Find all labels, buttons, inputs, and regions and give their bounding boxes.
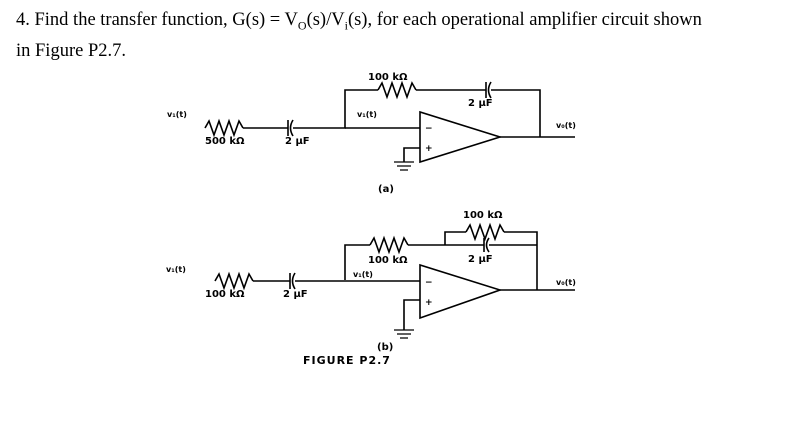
circuit-b-node-up-wire <box>344 244 370 280</box>
circuit-b-feedback-resistor-label: 100 kΩ <box>463 210 503 221</box>
circuit-a-label: (a) <box>378 184 394 195</box>
circuit-b-input-capacitor-label: 2 μF <box>283 289 308 300</box>
circuit-b-label: (b) <box>377 342 393 353</box>
circuit-a-feedback-left-wire <box>344 89 378 118</box>
circuit-a-feedback-right-wire <box>491 89 541 128</box>
circuit-b-feedback-right-bracket <box>504 231 538 245</box>
circuit-a-minus-sign: − <box>425 124 433 134</box>
problem-line-1-prefix: 4. Find the transfer function, G(s) = V <box>16 10 298 30</box>
circuit-b-input-resistor <box>214 271 254 291</box>
circuit-a-input-capacitor-label: 2 μF <box>285 136 310 147</box>
circuit-b-plus-input-wire <box>403 299 420 330</box>
problem-line-1-suffix: (s), for each operational amplifier circ… <box>347 10 702 30</box>
circuit-a-feedback-capacitor <box>485 81 492 99</box>
circuit-b-feedback-left-bracket <box>444 231 466 245</box>
circuit-a-feedback-capacitor-label: 2 μF <box>468 98 493 109</box>
subscript-i: i <box>344 18 348 33</box>
circuit-a-op-amp <box>419 110 503 164</box>
problem-line-2: in Figure P2.7. <box>16 40 126 61</box>
subscript-o: O <box>297 18 307 33</box>
circuit-a-feedback-resistor <box>377 80 417 100</box>
circuit-b-feedback-capacitor <box>483 237 490 253</box>
circuit-b-feedback-resistor <box>465 222 505 242</box>
circuit-b-minus-sign: − <box>425 278 433 288</box>
problem-statement: 4. Find the transfer function, G(s) = VO… <box>16 8 786 64</box>
circuit-b-input-resistor-label: 100 kΩ <box>205 289 245 300</box>
circuit-b-output-node-label: v₀(t) <box>556 278 576 287</box>
circuit-a-feedback-resistor-label: 100 kΩ <box>368 72 408 83</box>
circuit-a-input-node-label: v₁(t) <box>167 110 187 119</box>
circuit-a-input-resistor-label: 500 kΩ <box>205 136 245 147</box>
circuit-a-output-node-label: v₀(t) <box>556 121 576 130</box>
circuit-a-inverting-node-label: v₁(t) <box>357 110 377 119</box>
circuit-a-output-wire <box>500 128 575 138</box>
circuit-a-input-capacitor <box>287 119 294 137</box>
circuit-a-plus-sign: + <box>425 144 433 154</box>
circuit-a-ground-icon <box>394 161 414 171</box>
problem-line-1-mid: (s)/V <box>306 10 345 30</box>
circuit-b-inverting-node-label: v₁(t) <box>353 270 373 279</box>
circuit-b-shunt-resistor <box>369 235 409 255</box>
circuit-a: 100 kΩ 2 μF v₁(t) 500 kΩ 2 μF v₁(t) − + … <box>167 72 576 195</box>
circuit-a-input-resistor <box>204 118 244 138</box>
figure-caption: FIGURE P2.7 <box>303 354 391 367</box>
circuit-b-op-amp <box>419 263 503 320</box>
circuit-b-input-node-label: v₁(t) <box>166 265 186 274</box>
circuit-b: 100 kΩ 2 μF 100 kΩ v₁(t) 100 kΩ 2 μF v₁(… <box>166 210 576 353</box>
circuit-b-ground-icon <box>394 329 414 339</box>
circuit-b-shunt-resistor-label: 100 kΩ <box>368 255 408 266</box>
circuit-a-plus-input-wire <box>403 147 420 162</box>
circuit-b-feedback-capacitor-label: 2 μF <box>468 254 493 265</box>
problem-line-1: 4. Find the transfer function, G(s) = VO… <box>16 8 786 39</box>
circuit-a-input-to-node-wire <box>293 118 346 129</box>
circuit-b-input-capacitor <box>289 272 296 290</box>
circuit-b-plus-sign: + <box>425 298 433 308</box>
